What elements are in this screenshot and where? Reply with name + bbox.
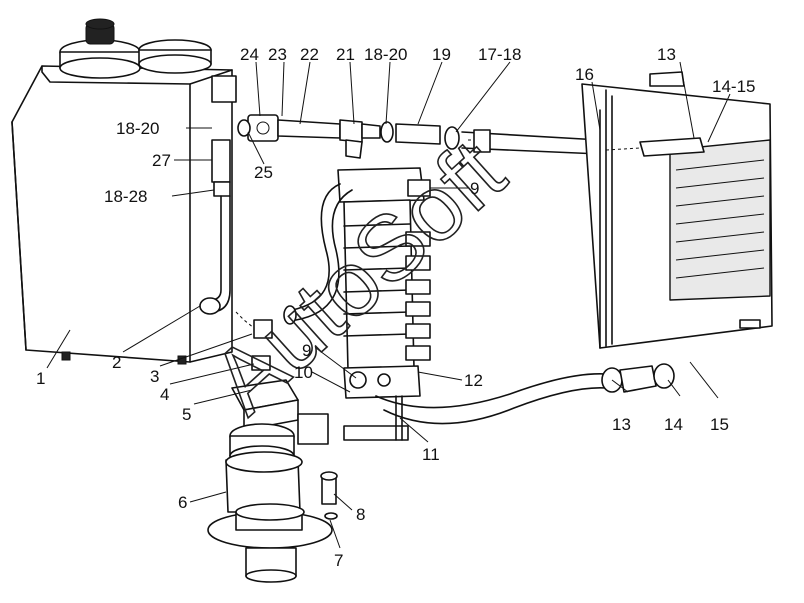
callout-21: 21 (336, 45, 355, 64)
callout-19: 19 (432, 45, 451, 64)
callout-18-20-top: 18-20 (364, 45, 407, 64)
hydraulic-tank (11, 18, 237, 365)
callout-9-upper: 9 (470, 179, 479, 198)
callout-6: 6 (178, 493, 187, 512)
oil-cooler (581, 71, 773, 349)
callout-3: 3 (150, 367, 159, 386)
callout-13-upper: 13 (657, 45, 676, 64)
callout-13-lower: 13 (612, 415, 631, 434)
callout-11: 11 (422, 445, 440, 464)
callout-14: 14 (664, 415, 683, 434)
callout-22: 22 (300, 45, 319, 64)
callout-12: 12 (464, 371, 483, 390)
callout-4: 4 (160, 385, 169, 404)
leader-lines (46, 61, 731, 549)
callout-9-lower: 9 (302, 341, 311, 360)
callout-18-28: 18-28 (104, 187, 147, 206)
callout-18-20-side: 18-20 (116, 119, 159, 138)
callout-25: 25 (254, 163, 273, 182)
callout-16: 16 (575, 65, 594, 84)
callout-24: 24 (240, 45, 259, 64)
callout-15: 15 (710, 415, 729, 434)
callout-1: 1 (36, 369, 45, 388)
callout-10: 10 (294, 363, 313, 382)
hose-assemblies (283, 183, 675, 425)
callout-2: 2 (112, 353, 121, 372)
callout-23: 23 (268, 45, 287, 64)
callout-labels: 1 2 3 4 5 6 7 8 9 10 11 12 9 13 14 15 13… (36, 45, 755, 570)
return-line-fittings (237, 114, 601, 159)
callout-8: 8 (356, 505, 365, 524)
pump-motor (207, 319, 338, 583)
callout-5: 5 (182, 405, 191, 424)
callout-27: 27 (152, 151, 171, 170)
callout-7: 7 (334, 551, 343, 570)
control-valve-bank (337, 167, 431, 441)
callout-14-15: 14-15 (712, 77, 755, 96)
callout-17-18: 17-18 (478, 45, 521, 64)
